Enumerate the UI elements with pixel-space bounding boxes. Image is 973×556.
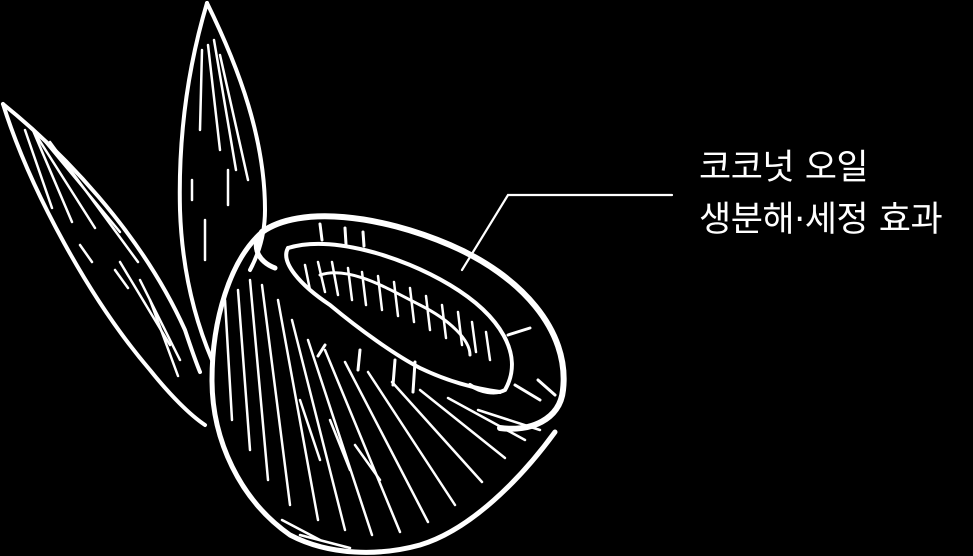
caption-subtitle: 생분해·세정 효과 (699, 200, 943, 240)
left-leaf-icon (1, 102, 207, 427)
coconut-shell-icon (209, 213, 567, 555)
tall-leaf-icon (177, 1, 268, 362)
caption-title: 코코넛 오일 (699, 148, 869, 188)
caption-block: 코코넛 오일 생분해·세정 효과 (699, 142, 943, 246)
leader-line (460, 193, 674, 272)
